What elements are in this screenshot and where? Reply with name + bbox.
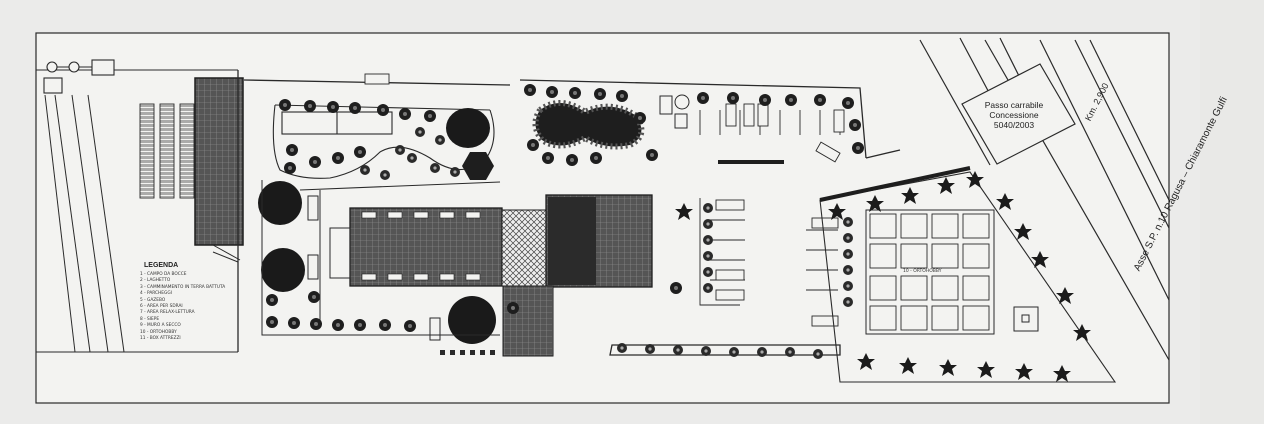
passo-line-1: Passo carrabile [984, 100, 1044, 110]
legend-item: 6 - AREA PER SDRAI [140, 304, 183, 310]
legend-item: 1 - CAMPO DA BOCCE [140, 272, 187, 277]
legend-title: LEGENDA [144, 262, 179, 269]
gazebo [462, 152, 494, 180]
annex-building [502, 285, 554, 357]
large-tree-cluster [446, 108, 490, 148]
passo-carrabile-box [961, 63, 1076, 165]
left-field [36, 69, 238, 353]
legend-item: 4 - PARCHEGGI [140, 291, 172, 297]
walkway-garden [272, 104, 501, 191]
legend-item: 9 - MURO A SECCO [140, 323, 181, 329]
hedge-small [440, 350, 495, 355]
parking-top [364, 73, 845, 163]
main-house-left [349, 207, 503, 287]
legend-item: 2 - LAGHETTO [140, 278, 171, 284]
site-plan-drawing [35, 32, 1170, 404]
orto-label: 10 - ORTOHOBBY [903, 269, 942, 274]
legend-item: 10 - ORTOHOBBY [140, 329, 177, 335]
legend-item: 8 - SIEPE [140, 316, 160, 322]
orto-hobby-area [819, 166, 1117, 383]
legend-item: 11 - BOX ATTREZZI [140, 336, 181, 342]
tool-box [1013, 306, 1039, 332]
long-building [194, 77, 244, 246]
pond-area [524, 84, 690, 166]
legend-item: 7 - AREA RELAX-LETTURA [140, 310, 195, 316]
central-parking [699, 198, 839, 327]
passo-line-3: 5040/2003 [993, 120, 1035, 130]
passo-line-2: Concessione [989, 110, 1039, 120]
provincial-road [919, 37, 1170, 361]
sunbed-area [139, 103, 195, 199]
passo-carrabile-label: Passo carrabile Concessione 5040/2003 [966, 100, 1062, 130]
utility-symbols [43, 59, 115, 94]
legend-item: 3 - CAMMINAMENTO IN TERRA BATTUTA [140, 284, 226, 290]
legend-item: 5 - GAZEBO [140, 297, 166, 303]
central-terrace [501, 209, 549, 287]
